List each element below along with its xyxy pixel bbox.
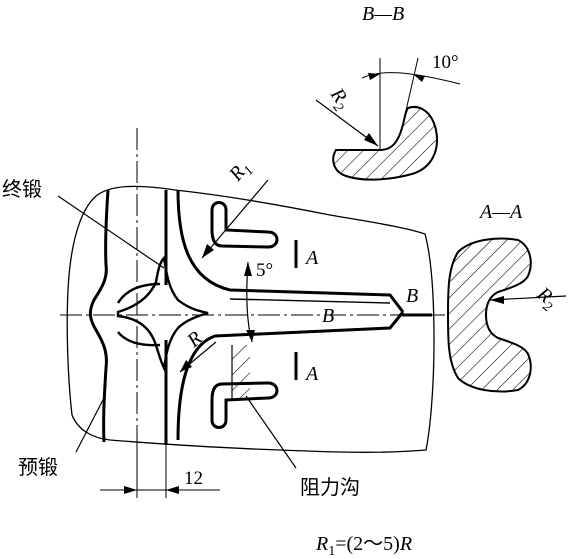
- upper-arc: [116, 282, 161, 304]
- section-bb-shape: [332, 106, 438, 181]
- section-bb-arc-arrow-right: [413, 74, 425, 82]
- final-forging-leader: [57, 195, 165, 269]
- section-bb-r2-arrowhead: [364, 133, 378, 146]
- cut-label-a-top: A: [304, 247, 319, 269]
- final-forging-label: 终锻: [2, 177, 42, 201]
- cut-label-a-bottom: A: [304, 363, 319, 385]
- section-bb-arc-arrow-left: [368, 73, 380, 80]
- section-aa-title: A—A: [478, 201, 523, 223]
- angle-10-label: 10°: [432, 52, 459, 73]
- die-plate-outline: [66, 185, 435, 453]
- section-aa-shape: [447, 237, 532, 393]
- section-bb-title: B—B: [362, 3, 404, 25]
- angle-5-arrow-bottom: [246, 330, 255, 342]
- section-aa-r2-label: R2: [529, 282, 561, 315]
- pre-forging-label: 预锻: [18, 455, 58, 479]
- resistance-groove-leader: [245, 395, 297, 469]
- section-bb-10deg-arc: [361, 72, 461, 85]
- resistance-groove-label: 阻力沟: [300, 475, 360, 499]
- rib-taper-upper: [176, 189, 405, 313]
- dim-arrow-left: [124, 486, 137, 494]
- formula: R1=(2～5)R: [315, 533, 412, 559]
- angle-5-label: 5°: [256, 260, 273, 281]
- section-bb-slant-line: [401, 57, 419, 129]
- upper-resistance-groove: [210, 201, 279, 249]
- rib-inner-line: [229, 298, 391, 304]
- dim-12-label: 12: [184, 468, 203, 489]
- preforging-contour: [88, 189, 110, 443]
- section-aa-r2-arrowhead: [490, 296, 504, 304]
- pre-forging-leader: [75, 397, 105, 453]
- r1-arrowhead: [202, 244, 214, 258]
- dim-arrow-right: [166, 486, 179, 494]
- angle-5-arrow-top: [244, 262, 252, 276]
- groove-wall-hatch: [232, 345, 250, 400]
- lower-arc: [117, 331, 161, 347]
- cut-label-b-inner: B: [322, 305, 334, 327]
- r1-label: R1: [224, 156, 257, 188]
- lower-resistance-groove: [210, 381, 279, 429]
- cut-label-b-right: B: [406, 285, 418, 307]
- r-inner-arrowhead: [180, 360, 192, 372]
- r1-leader: [201, 179, 269, 259]
- section-bb-r2-label: R2: [322, 83, 355, 114]
- r-inner-label: R: [182, 327, 206, 352]
